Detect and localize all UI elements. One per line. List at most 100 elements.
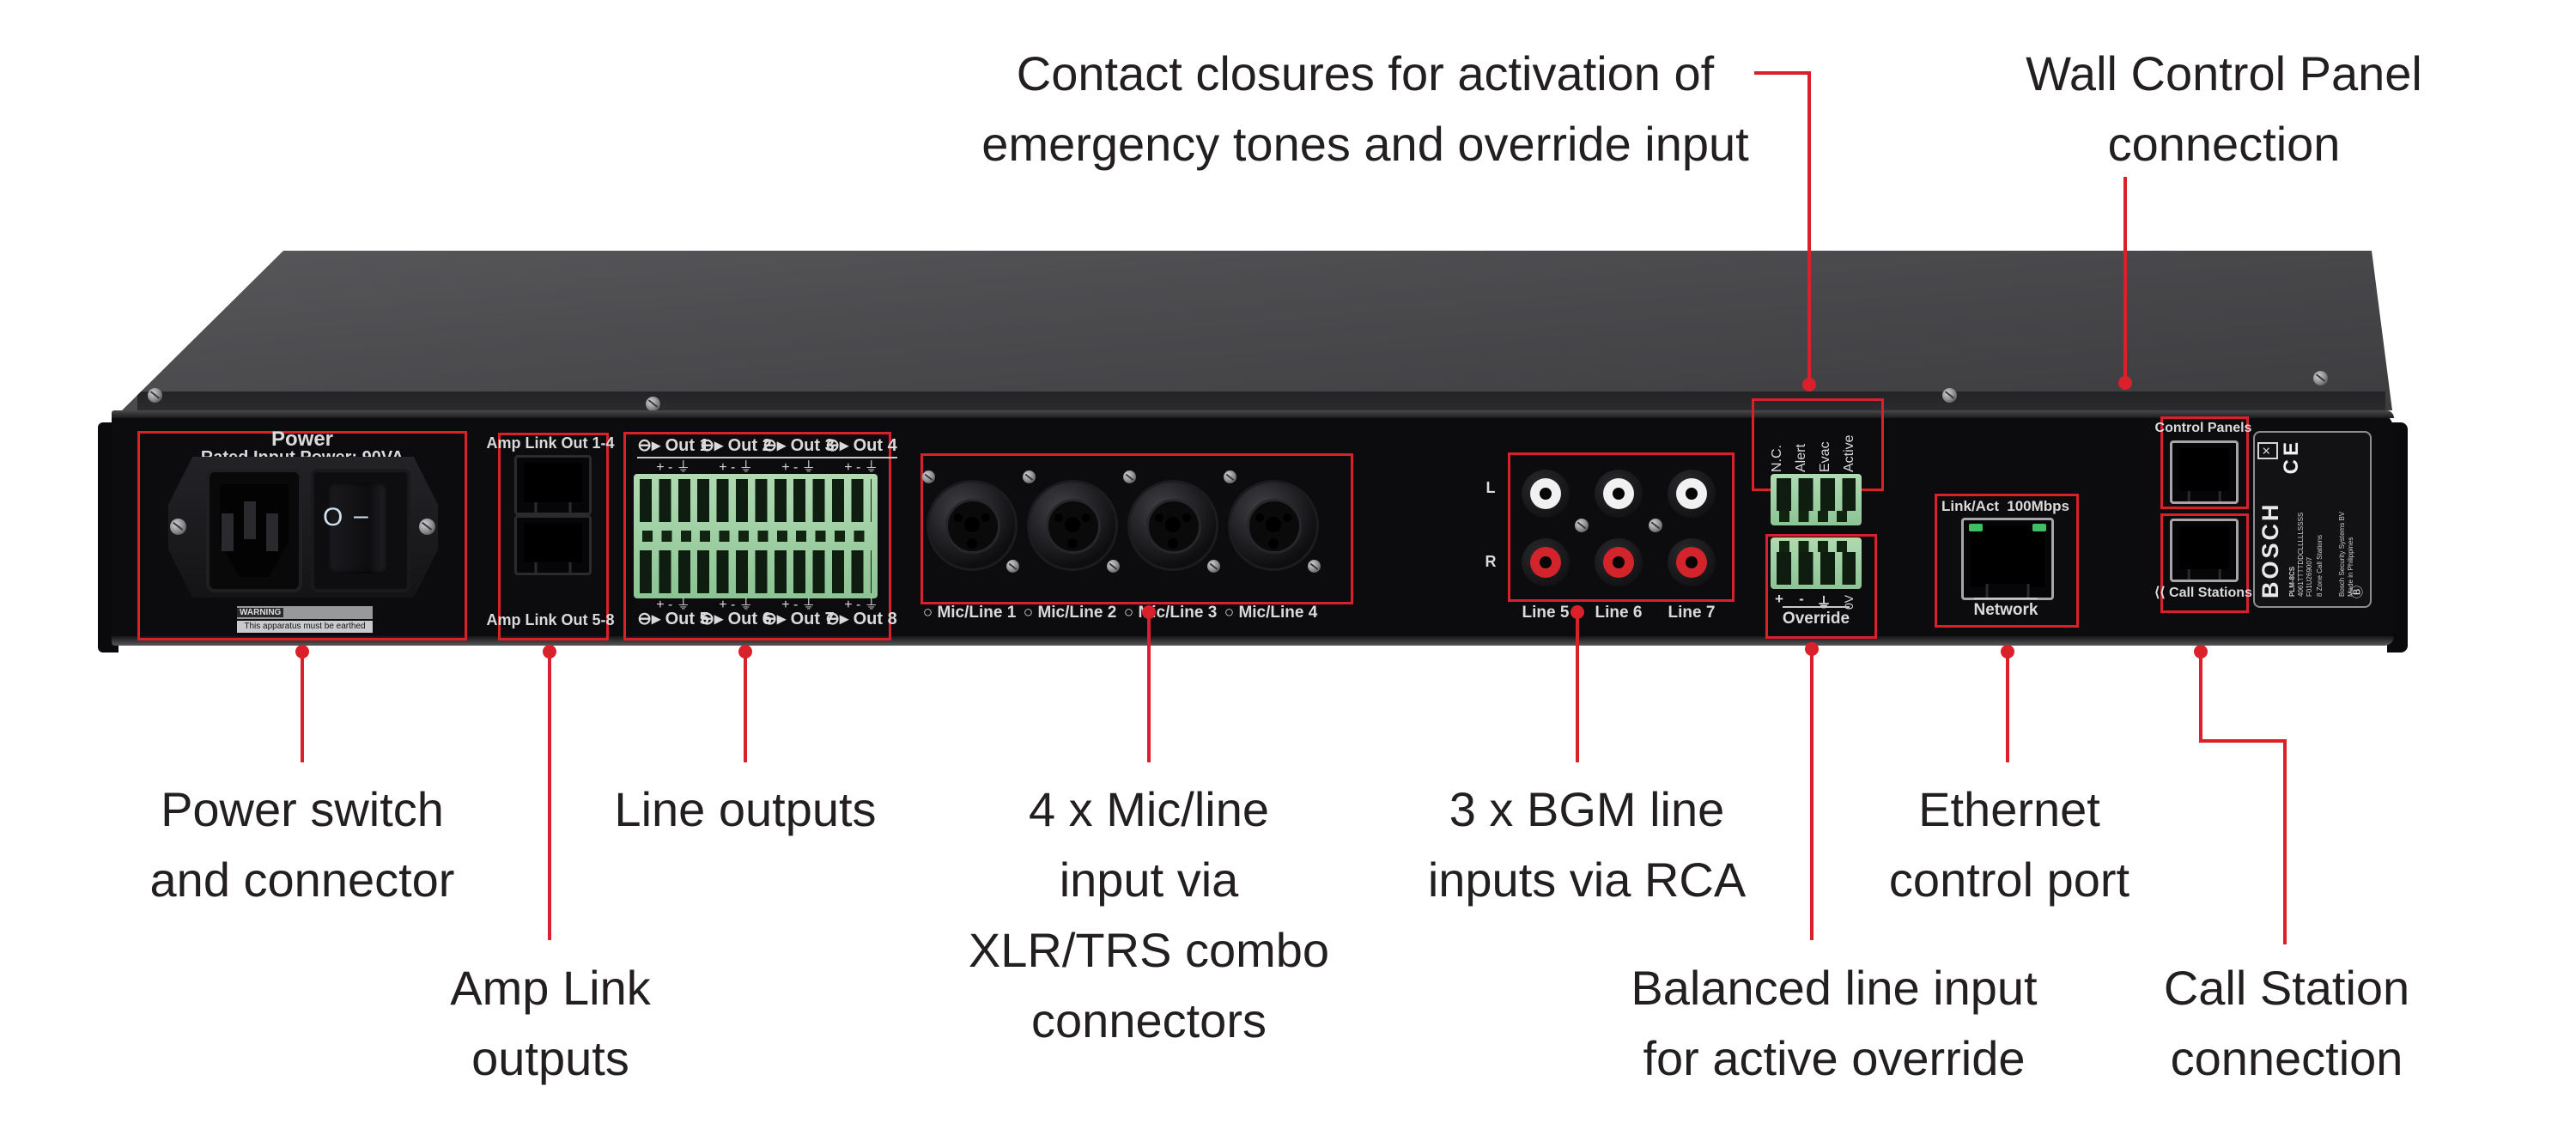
out5-label: ⊖▸ Out 5	[637, 610, 709, 628]
call-station-icon: ⟨⟨	[2154, 586, 2166, 600]
xlr-combo-4[interactable]	[1228, 480, 1319, 571]
control-panels-port[interactable]	[2170, 440, 2239, 504]
rca-line6-left[interactable]	[1595, 470, 1643, 518]
line6-label: Line 6	[1595, 604, 1643, 622]
out8-pins: + - ⏚	[844, 598, 878, 612]
micline3-label: ○ Mic/Line 3	[1123, 604, 1218, 622]
annotation-balanced: Balanced line input for active override	[1631, 961, 2038, 1085]
override-terminal-block[interactable]	[1771, 537, 1862, 589]
lineout-icon: ⊖▸	[825, 610, 849, 628]
mic-icon: ○	[1023, 604, 1034, 622]
power-switch[interactable]: O –	[311, 469, 410, 592]
warning-strip: WARNING	[237, 606, 373, 619]
rca-highlight-box	[1508, 452, 1735, 602]
leader-wallcontrol	[2123, 177, 2127, 381]
product-description: 8 Zone Call Stations	[2316, 534, 2324, 597]
rca-line5-left[interactable]	[1522, 470, 1570, 518]
micline1-label: ○ Mic/Line 1	[922, 604, 1017, 622]
out4-label: ⊖▸ Out 4	[823, 434, 900, 458]
amplink-port-5-8[interactable]	[514, 515, 592, 575]
leader-callstation-v1	[2199, 651, 2202, 743]
mic-icon: ○	[922, 604, 933, 622]
network-label: Network	[1963, 598, 2049, 620]
call-stations-highlight-box	[2160, 513, 2249, 613]
rca-left-label: L	[1485, 479, 1496, 496]
amplink-highlight-box	[498, 433, 609, 640]
product-label-content: BOSCH ✕ CE PLM-8CS 4061TTTTDDCLLLLLSSSS …	[2256, 434, 2367, 602]
switch-on-glyph: –	[354, 501, 368, 530]
annotation-ethernet: Ethernet control port	[1888, 782, 2130, 907]
xlr-combo-1[interactable]	[927, 480, 1018, 571]
override-pin-ground: ⏚	[1816, 595, 1832, 611]
iec-power-inlet[interactable]	[206, 469, 302, 592]
out3-pins: + - ⏚	[781, 460, 816, 475]
lineout-icon: ⊖▸	[762, 610, 787, 628]
micline-highlight-box	[920, 453, 1353, 604]
weee-icon: ✕	[2257, 442, 2278, 459]
line7-label: Line 7	[1668, 604, 1716, 622]
out7-label: ⊖▸ Out 7	[762, 610, 835, 628]
earth-warning: This apparatus must be earthed	[237, 621, 373, 633]
rca-line7-left[interactable]	[1668, 470, 1716, 518]
control-panels-label: Control Panels	[2154, 421, 2252, 435]
out8-label: ⊖▸ Out 8	[825, 610, 897, 628]
annotation-line-outputs: Line outputs	[614, 782, 877, 836]
call-stations-port[interactable]	[2170, 519, 2239, 582]
leader-ethernet	[2006, 651, 2009, 762]
link-led	[1969, 524, 1983, 531]
network-port[interactable]	[1961, 518, 2054, 600]
terminal-mid-row	[1779, 541, 1853, 552]
mic-icon: ○	[1123, 604, 1134, 622]
xlr-combo-3[interactable]	[1127, 480, 1218, 571]
rca-line5-right[interactable]	[1522, 538, 1570, 586]
warning-label: WARNING	[237, 608, 284, 617]
leader-contact-dot	[1802, 378, 1816, 392]
leader-override	[1810, 648, 1814, 940]
rca-right-label: R	[1485, 553, 1497, 570]
override-highlight-box	[1765, 534, 1877, 639]
rca-line6-right[interactable]	[1595, 538, 1643, 586]
annotation-contact-closures: Contact closures for activation of emerg…	[981, 46, 1749, 171]
micline2-label: ○ Mic/Line 2	[1023, 604, 1117, 622]
out4-pins: + - ⏚	[844, 460, 878, 475]
terminal-mid-row	[1779, 511, 1853, 522]
terminal-mid-row	[642, 531, 869, 542]
lineout-highlight-box	[623, 432, 891, 640]
out6-pins: + - ⏚	[719, 598, 753, 612]
xlr-screw	[1123, 470, 1136, 483]
ethernet-highlight-box	[1935, 494, 2079, 628]
control-panels-highlight-box	[2160, 416, 2249, 509]
ce-mark: CE	[2280, 439, 2303, 475]
lineout-icon: ⊖▸	[762, 436, 787, 455]
annotation-wall-control: Wall Control Panel connection	[2026, 46, 2422, 171]
out3-label: ⊖▸ Out 3	[760, 434, 837, 458]
rca-line7-right[interactable]	[1668, 538, 1716, 586]
contact-active-label: Active	[1842, 434, 1856, 472]
leader-callstation-h	[2199, 739, 2287, 743]
xlr-combo-2[interactable]	[1027, 480, 1118, 571]
power-rocker[interactable]	[328, 483, 386, 574]
call-stations-label: ⟨⟨ Call Stations	[2154, 586, 2252, 600]
leader-contact-v	[1807, 71, 1811, 383]
lineout-terminal-block[interactable]	[634, 474, 878, 598]
terminal-row	[1777, 478, 1856, 511]
override-pin-minus: -	[1799, 591, 1804, 607]
lineout-icon: ⊖▸	[700, 436, 724, 455]
xlr-screw	[1023, 470, 1036, 483]
contact-alert-label: Alert	[1794, 444, 1808, 472]
xlr-screw	[1207, 560, 1220, 573]
annotation-bgm: 3 x BGM line inputs via RCA	[1427, 782, 1747, 907]
amplink-port-1-4[interactable]	[514, 455, 592, 515]
leader-lineout	[744, 651, 747, 762]
speed-led	[2032, 524, 2046, 531]
out1-pins: + - ⏚	[656, 460, 690, 475]
power-screw	[419, 519, 435, 535]
mic-icon: ○	[1224, 604, 1235, 622]
amplink-top-label: Amp Link Out 1-4	[486, 434, 615, 452]
flange-screw	[1942, 388, 1957, 403]
out6-label: ⊖▸ Out 6	[700, 610, 772, 628]
contact-terminal-block[interactable]	[1771, 474, 1862, 525]
terminal-row	[1777, 552, 1856, 585]
lineout-icon: ⊖▸	[700, 610, 724, 628]
terminal-row-top	[640, 479, 872, 522]
